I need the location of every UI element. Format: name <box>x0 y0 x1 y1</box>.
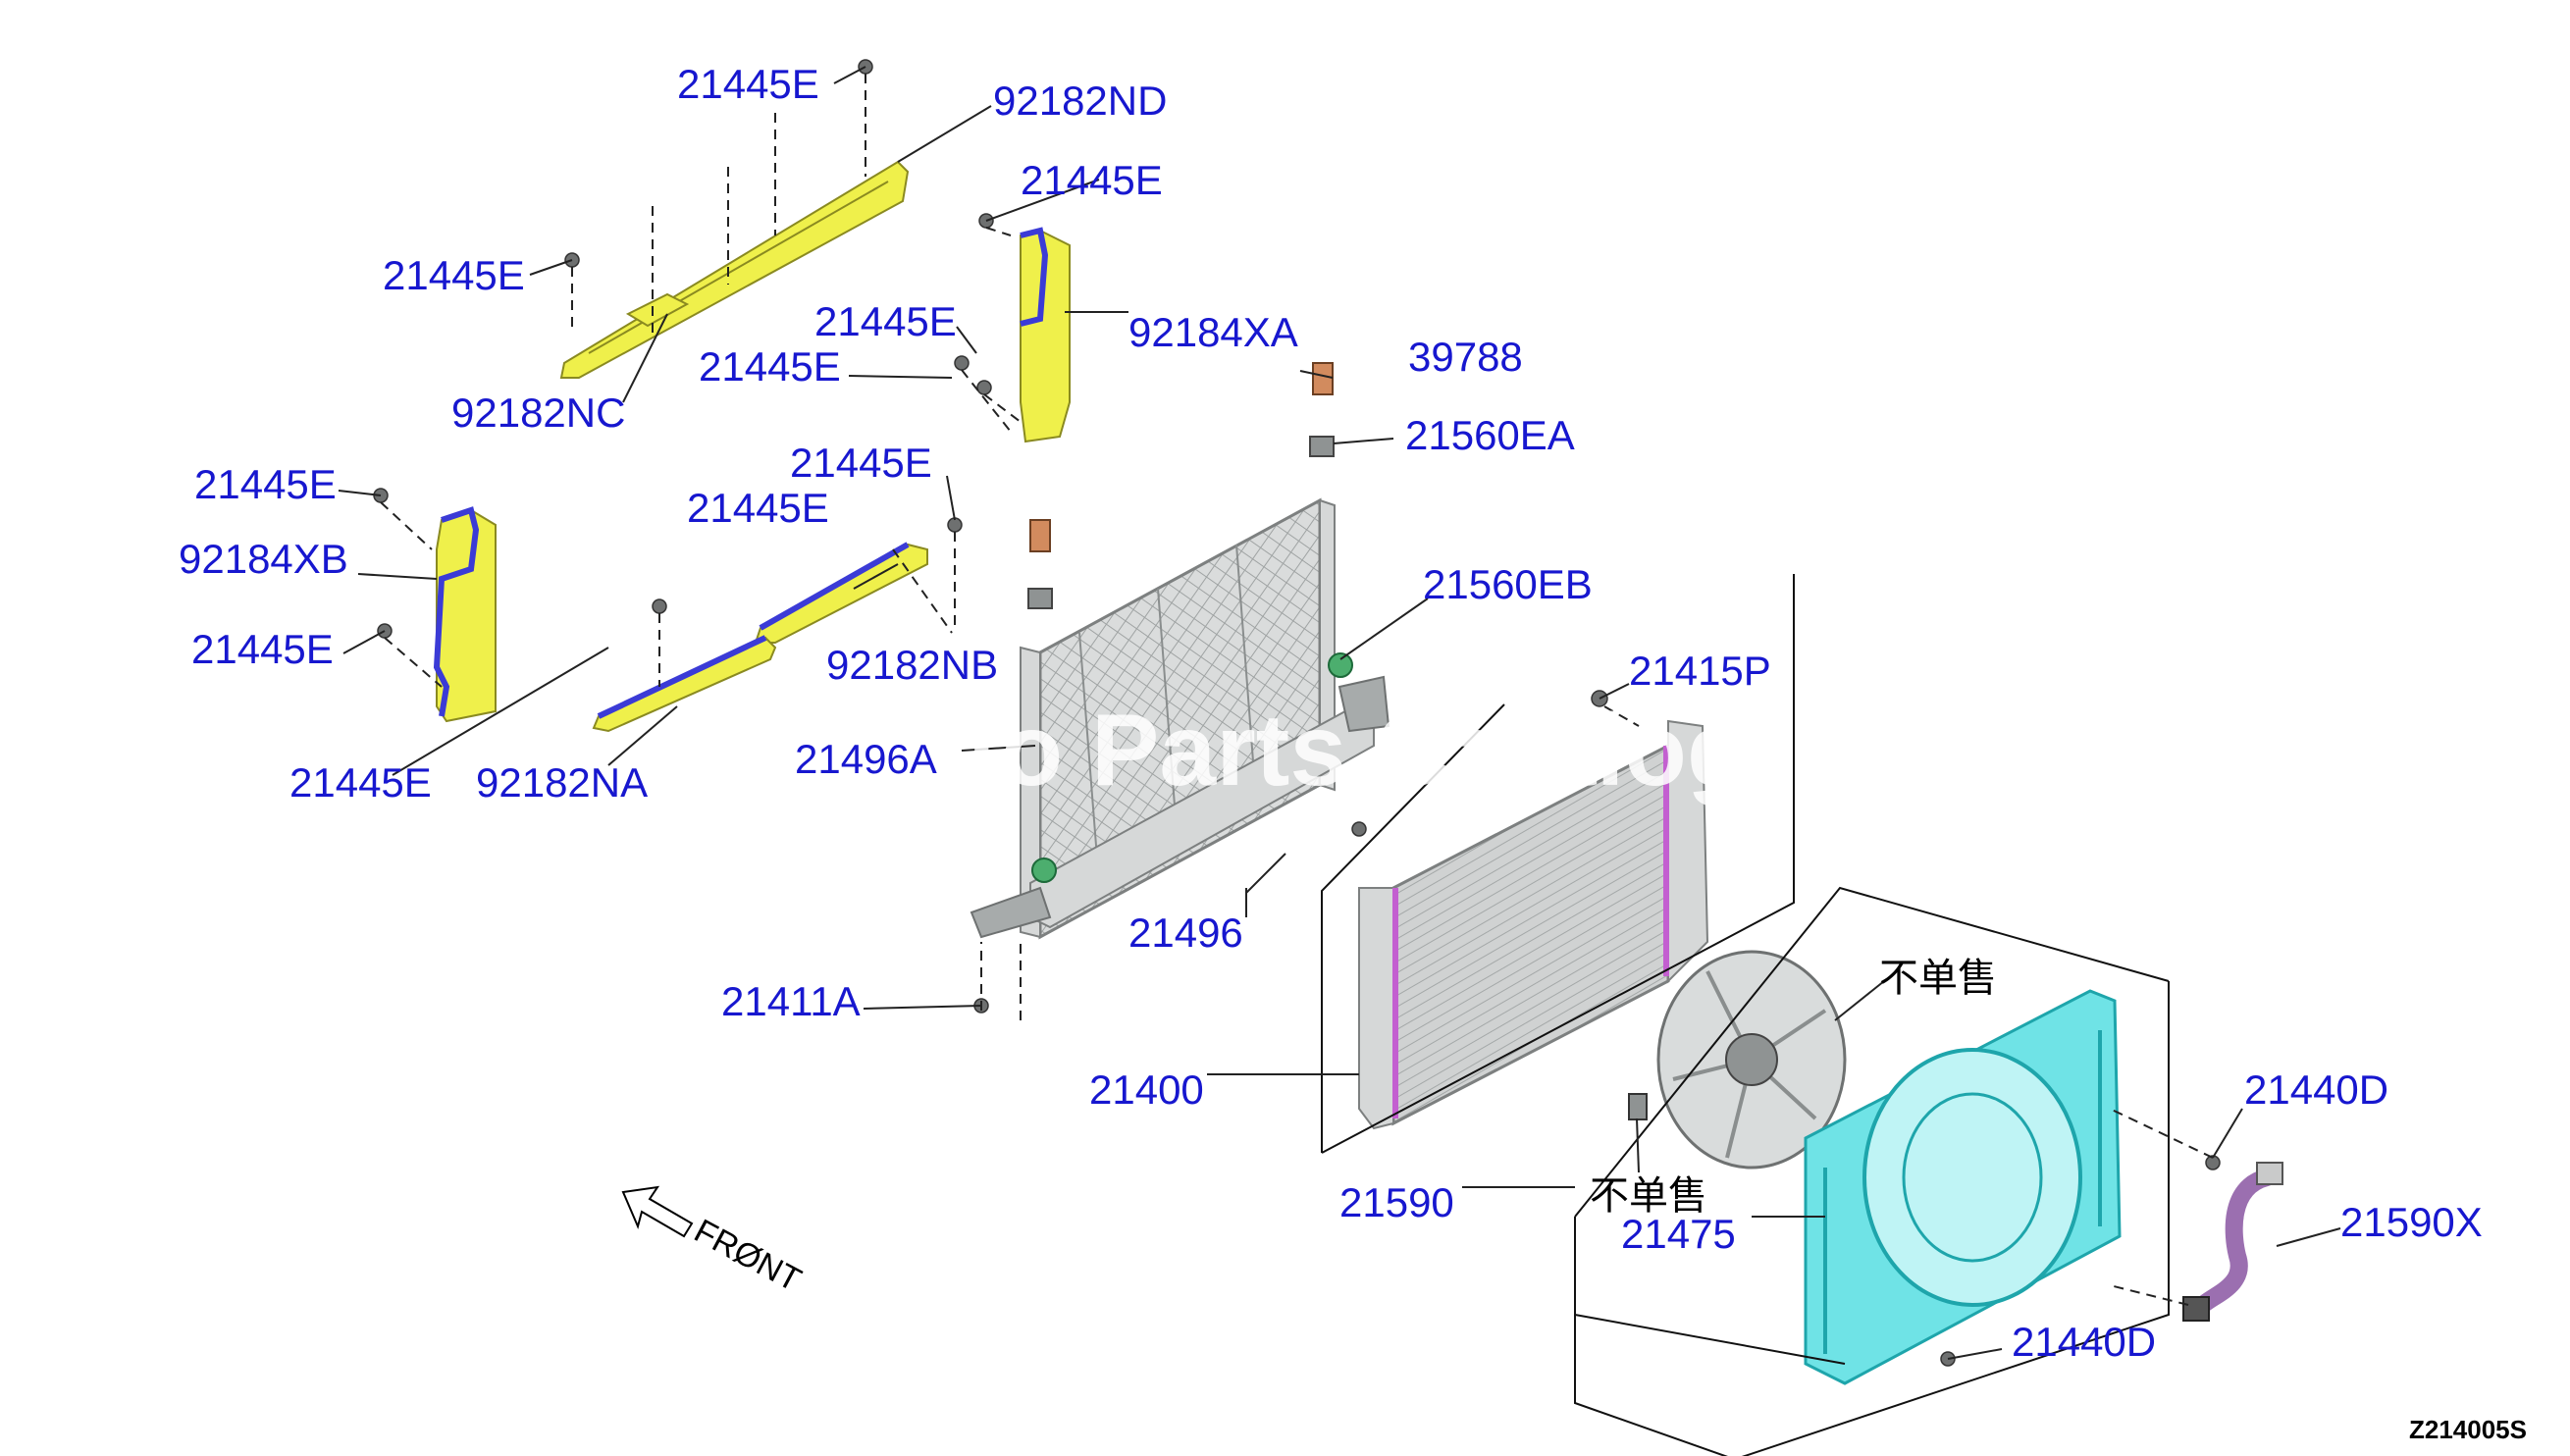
part-callout-21415p[interactable]: 21415P <box>1629 648 1771 694</box>
part-callout-92182nd[interactable]: 92182ND <box>993 78 1167 124</box>
part-callout-21560eb[interactable]: 21560EB <box>1423 561 1593 607</box>
watermark-text: to Parts Catalog <box>967 694 1749 807</box>
part-callout-21560ea[interactable]: 21560EA <box>1405 412 1575 458</box>
part-callout-21445e[interactable]: 21445E <box>687 485 829 531</box>
group-frames <box>1321 574 2170 1456</box>
lower-air-deflector-na <box>592 635 777 733</box>
lower-support-member <box>970 675 1390 939</box>
part-callout-21496a[interactable]: 21496A <box>795 736 937 782</box>
fan-shroud <box>1804 989 2122 1385</box>
front-direction-indicator: FRØNT <box>621 1185 807 1300</box>
part-callout-21440d[interactable]: 21440D <box>2012 1319 2156 1365</box>
part-callout-21445e[interactable]: 21445E <box>677 61 819 107</box>
part-callout-21445e[interactable]: 21445E <box>194 461 337 507</box>
part-callout-21445e[interactable]: 21445E <box>814 298 957 344</box>
front-label: FRØNT <box>688 1213 807 1300</box>
part-callout-92182nb[interactable]: 92182NB <box>826 642 998 688</box>
not-sold-separately-note: 不单售 <box>1879 956 1997 1001</box>
drawing-number: Z214005S <box>2409 1415 2527 1444</box>
assembly-guide-lines <box>380 74 2214 1306</box>
part-callout-21400[interactable]: 21400 <box>1089 1066 1204 1113</box>
part-callout-21440d[interactable]: 21440D <box>2244 1066 2388 1113</box>
part-callout-21445e[interactable]: 21445E <box>191 626 334 672</box>
part-callouts: 21445E 92182ND 21445E 21445E 92184XA 214… <box>179 61 2483 1365</box>
part-callout-21445e[interactable]: 21445E <box>1021 157 1163 203</box>
part-callout-21445e[interactable]: 21445E <box>699 343 841 390</box>
part-callout-21445e[interactable]: 21445E <box>790 440 932 486</box>
part-callout-92182nc[interactable]: 92182NC <box>451 390 625 436</box>
side-air-deflector-left <box>433 506 497 723</box>
radiator <box>1358 719 1709 1130</box>
part-callout-21590x[interactable]: 21590X <box>2340 1199 2483 1245</box>
fan-blade <box>1656 950 1847 1170</box>
leader-lines <box>338 66 2341 1360</box>
part-callout-21496[interactable]: 21496 <box>1128 910 1243 956</box>
part-callout-39788[interactable]: 39788 <box>1408 334 1523 380</box>
part-callout-92184xa[interactable]: 92184XA <box>1128 309 1298 355</box>
part-callout-21411a[interactable]: 21411A <box>721 978 861 1024</box>
part-callout-21445e[interactable]: 21445E <box>383 252 525 298</box>
part-callout-21475[interactable]: 21475 <box>1621 1211 1736 1257</box>
part-callout-21445e[interactable]: 21445E <box>289 759 432 806</box>
side-air-deflector-right <box>1020 227 1071 443</box>
part-callout-92184xb[interactable]: 92184XB <box>179 536 348 582</box>
part-callout-21590[interactable]: 21590 <box>1339 1179 1454 1225</box>
part-callout-92182na[interactable]: 92182NA <box>476 759 648 806</box>
wiring-harness <box>2182 1162 2283 1322</box>
not-sold-separately-note: 不单售 <box>1590 1173 1707 1219</box>
front-arrow-icon <box>621 1185 694 1238</box>
lower-air-deflector-nb <box>754 542 928 644</box>
